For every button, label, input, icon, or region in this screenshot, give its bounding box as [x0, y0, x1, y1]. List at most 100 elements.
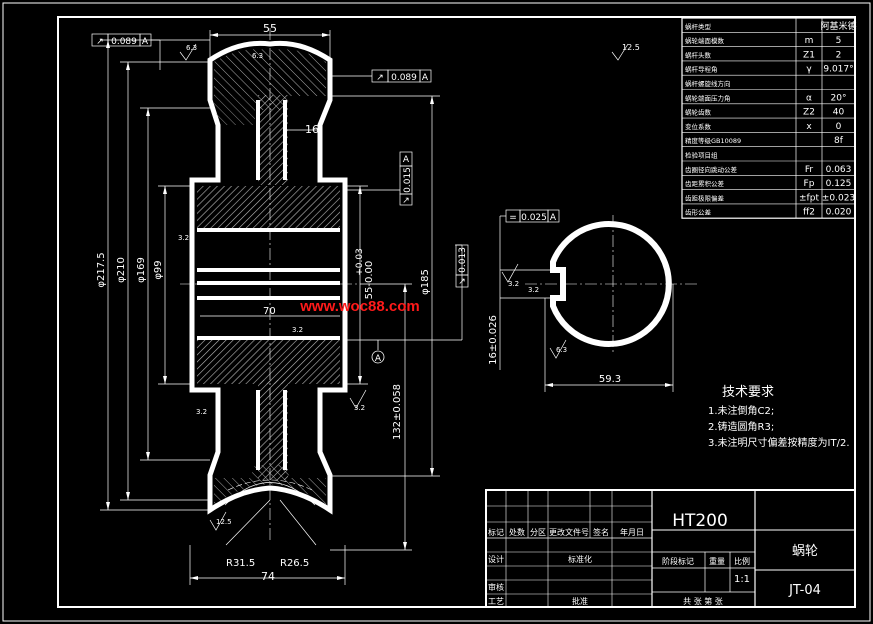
- dim-bore-tol-top: +0.03: [355, 248, 365, 276]
- roughness-3: 3.2: [178, 234, 189, 242]
- datum-a-marker: A: [371, 340, 385, 364]
- roughness-8: 3.2: [354, 404, 365, 412]
- dim-d185: φ185: [420, 269, 431, 295]
- svg-text:↗: ↗: [96, 37, 104, 47]
- roughness-5: 3.2: [196, 408, 207, 416]
- param-symbol-10: Fr: [805, 165, 814, 175]
- dim-web: 16: [305, 123, 319, 136]
- dim-width-bottom: 74: [261, 570, 275, 583]
- dim-r-inner: R26.5: [280, 558, 309, 569]
- param-label-2: 蜗杆头数: [685, 50, 712, 59]
- gt-frame-5: = 0.025 A: [499, 209, 560, 270]
- dim-throat-diameter: φ210: [116, 257, 127, 283]
- hub-end-view: [499, 215, 700, 392]
- dim-keyway-width: 59.3: [599, 374, 621, 385]
- weight-label: 重量: [709, 556, 725, 566]
- tech-req-item-1: 1.未注倒角C2;: [708, 404, 774, 417]
- drawing-number: JT-04: [788, 583, 821, 598]
- svg-text:0.025: 0.025: [521, 213, 547, 223]
- col-header-5: 年月日: [620, 527, 644, 537]
- sheets-label: 共 张 第 张: [683, 596, 723, 606]
- ratio-label: 比例: [734, 556, 750, 566]
- dim-outer-diameter: φ217.5: [96, 252, 107, 287]
- roughness-7: 12.5: [216, 518, 232, 526]
- roughness-symbols: [179, 43, 629, 531]
- col-header-0: 标记: [488, 527, 504, 537]
- param-value-0: 阿基米德: [820, 20, 856, 32]
- roughness-general: 12.5: [622, 43, 640, 52]
- drawing-frame: [57, 16, 856, 608]
- param-symbol-6: Z2: [803, 108, 815, 118]
- svg-text:A: A: [550, 213, 557, 223]
- gt-frame-4: 0.013 ↗: [455, 244, 469, 288]
- tech-req-item-2: 2.铸造圆角R3;: [708, 420, 774, 433]
- stage-mark-label: 阶段标记: [662, 556, 694, 566]
- col-header-4: 签名: [593, 527, 609, 537]
- gt-frame-3: A 0.015 ↗: [345, 151, 413, 206]
- param-symbol-1: m: [805, 36, 814, 46]
- dim-r-outer: R31.5: [226, 558, 255, 569]
- param-symbol-7: x: [806, 122, 812, 132]
- hub-bottom-hatch: [197, 340, 340, 384]
- param-label-12: 齿距极限偏差: [685, 193, 725, 202]
- dim-d99: φ99: [153, 260, 164, 279]
- roughness-9: 3.2: [528, 286, 539, 294]
- col-header-3: 更改文件号: [549, 527, 589, 537]
- svg-text:0.089: 0.089: [111, 37, 137, 47]
- svg-text:↗: ↗: [402, 196, 410, 206]
- param-label-4: 蜗杆螺旋线方向: [685, 79, 731, 88]
- roughness-1: 6.3: [186, 44, 197, 52]
- param-symbol-3: γ: [806, 65, 812, 75]
- tech-req-item-3: 3.未注明尺寸偏差按精度为IT/2.: [708, 436, 850, 449]
- param-label-6: 蜗轮齿数: [685, 108, 712, 117]
- param-value-7: 0: [836, 122, 842, 132]
- part-name: 蜗轮: [792, 543, 818, 559]
- svg-text:0.015: 0.015: [403, 167, 413, 193]
- hub-top-hatch: [197, 186, 340, 228]
- roughness-2: 6.3: [252, 52, 263, 60]
- row-review: 审核: [488, 582, 504, 592]
- param-value-2: 2: [836, 50, 842, 60]
- dim-width-top: 55: [263, 22, 277, 35]
- param-value-11: 0.125: [826, 179, 852, 189]
- param-value-13: 0.020: [826, 208, 852, 218]
- dim-keyway-height: 16±0.026: [488, 315, 499, 365]
- scale-value: 1:1: [734, 574, 750, 585]
- row-standard: 标准化: [568, 554, 592, 564]
- gt-frame-1: ↗ 0.089 A: [91, 33, 161, 70]
- svg-text:A: A: [403, 155, 410, 165]
- svg-text:↗: ↗: [458, 277, 466, 287]
- tech-req-title: 技术要求: [722, 385, 774, 400]
- param-label-3: 蜗杆导程角: [685, 65, 718, 74]
- param-label-8: 精度等级GB10089: [685, 136, 741, 145]
- svg-text:A: A: [375, 354, 382, 364]
- param-value-1: 5: [836, 36, 842, 46]
- gt-frame-2: ↗ 0.089 A: [330, 69, 432, 83]
- param-symbol-11: Fp: [804, 179, 815, 189]
- title-block: [485, 489, 856, 608]
- param-label-0: 蜗杆类型: [685, 22, 712, 31]
- svg-text:0.013: 0.013: [458, 247, 468, 273]
- svg-text:0.089: 0.089: [391, 73, 417, 83]
- param-label-13: 齿形公差: [685, 208, 712, 217]
- arrowheads: [106, 33, 434, 580]
- param-symbol-13: ff2: [803, 208, 815, 218]
- param-symbol-5: α: [806, 93, 812, 103]
- param-value-6: 40: [833, 108, 845, 118]
- material-label: HT200: [672, 511, 728, 531]
- watermark-text: www.woc88.com: [299, 298, 419, 315]
- dim-hub: 70: [263, 306, 276, 317]
- param-value-10: 0.063: [826, 165, 852, 175]
- row-process: 工艺: [488, 597, 504, 606]
- param-label-5: 蜗轮端面压力角: [685, 93, 731, 102]
- param-label-7: 变位系数: [685, 122, 712, 131]
- svg-text:A: A: [142, 37, 149, 47]
- dim-d169: φ169: [136, 257, 147, 283]
- dim-bore-tol: 55-0.00: [364, 261, 375, 300]
- param-label-1: 蜗轮端面模数: [685, 36, 725, 45]
- roughness-6: 3.2: [508, 280, 519, 288]
- param-value-3: 9.017°: [823, 65, 853, 75]
- roughness-10: 6.3: [556, 346, 567, 354]
